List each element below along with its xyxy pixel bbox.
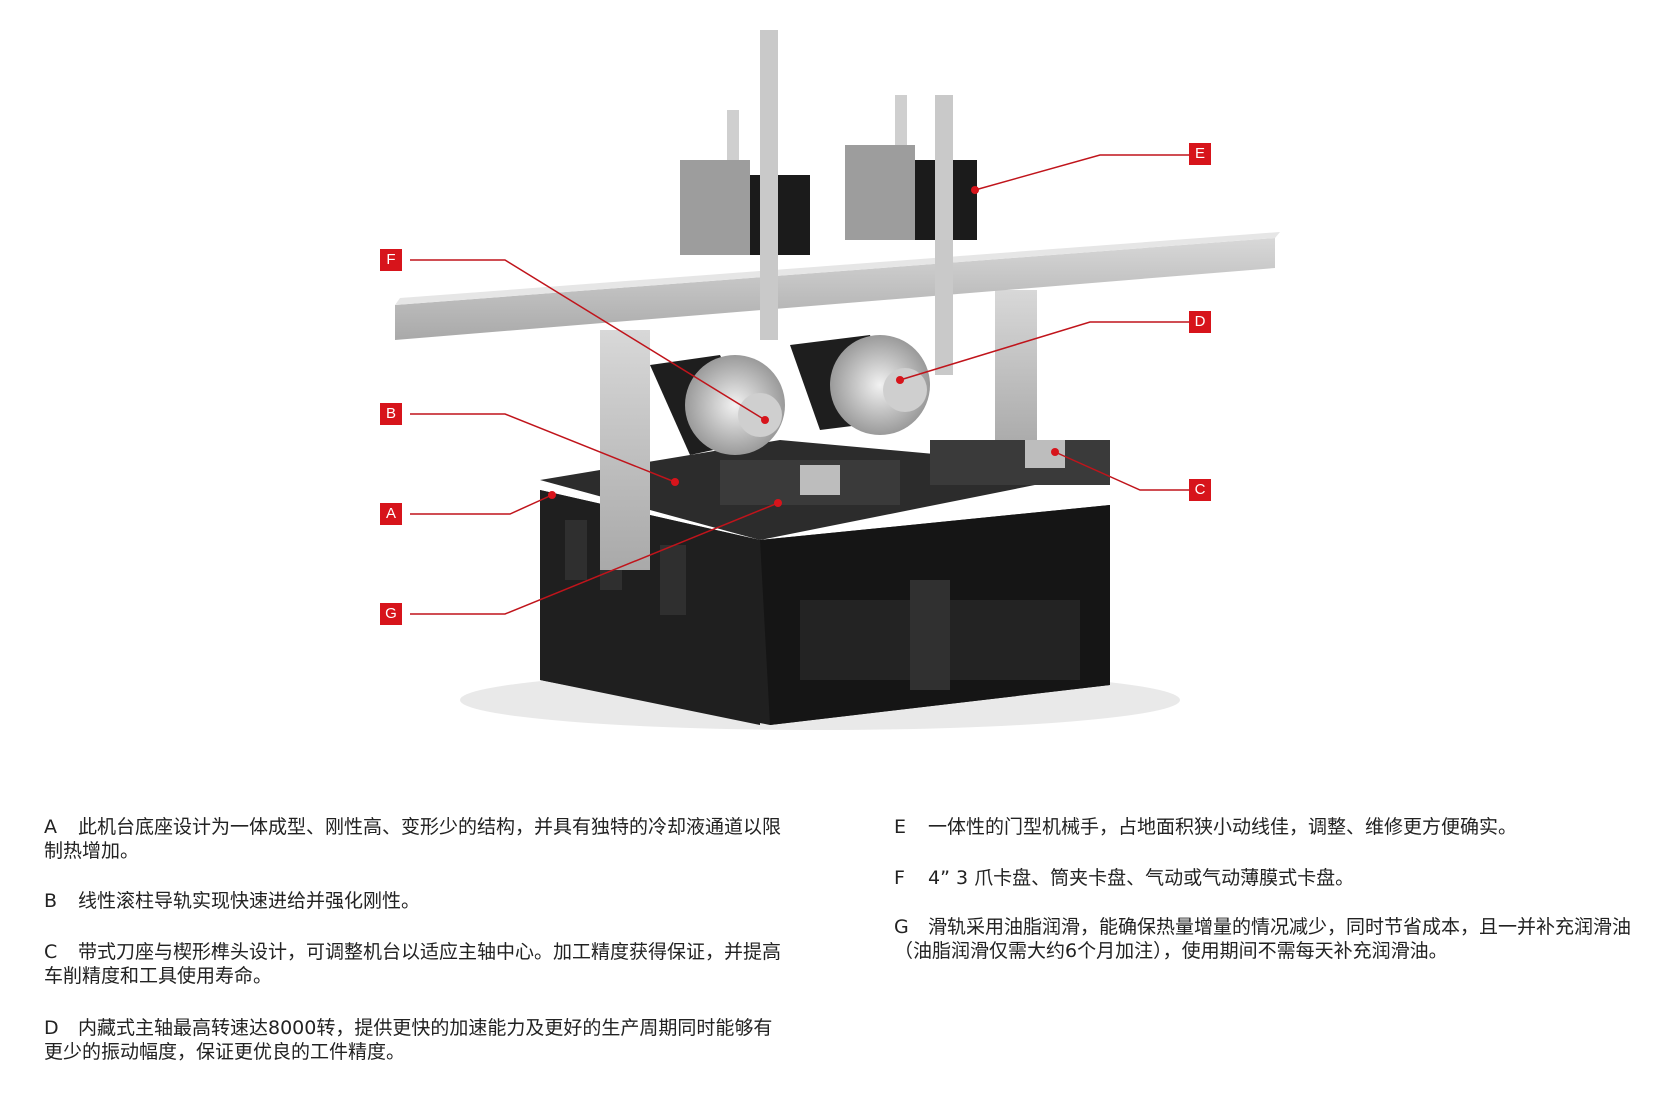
description-key: C [44,941,58,963]
gantry-column-right [995,290,1037,450]
leader-line-f [410,259,766,421]
description-key: D [44,1017,59,1039]
description-text: 线性滚柱导轨实现快速进给并强化刚性。 [78,890,421,912]
spindle-right [790,335,930,435]
leader-line-e [974,154,1190,191]
callout-c: C [1189,479,1211,501]
gantry-beam [395,238,1275,340]
robot-head-left [680,30,810,340]
callout-d: D [1189,311,1211,333]
description-text: 此机台底座设计为一体成型、刚性高、变形少的结构，并具有独特的冷却液通道以限制热增… [44,816,782,862]
leader-lines [410,154,1190,615]
leader-dots [548,186,1059,507]
description-e: E 一体性的门型机械手，占地面积狭小动线佳，调整、维修更方便确实。 [894,815,1634,839]
description-key: E [894,816,907,838]
leader-line-d [899,321,1190,381]
callout-b: B [380,403,402,425]
description-text: 带式刀座与楔形榫头设计，可调整机台以适应主轴中心。加工精度获得保证，并提高车削精… [44,941,782,987]
description-f: F 4” 3 爪卡盘、筒夹卡盘、气动或气动薄膜式卡盘。 [894,866,1634,890]
description-text: 滑轨采用油脂润滑，能确保热量增量的情况减少，同时节省成本，且一并补充润滑油（油脂… [894,916,1632,962]
description-text: 一体性的门型机械手，占地面积狭小动线佳，调整、维修更方便确实。 [928,816,1518,838]
description-key: A [44,816,57,838]
machine-base [540,490,1110,725]
robot-head-right [845,95,977,375]
description-b: B 线性滚柱导轨实现快速进给并强化刚性。 [44,889,784,913]
slide-right [930,440,1110,485]
gantry-column-left [600,330,650,570]
description-key: G [894,916,909,938]
leader-line-b [410,413,676,483]
machine-illustration [395,30,1280,730]
leader-line-c [1054,451,1190,491]
description-key: F [894,867,905,889]
spindle-left [650,355,785,455]
callout-f: F [380,249,402,271]
callout-e: E [1189,143,1211,165]
callout-g: G [380,603,402,625]
description-key: B [44,890,58,912]
leader-line-g [410,502,779,615]
description-text: 4” 3 爪卡盘、筒夹卡盘、气动或气动薄膜式卡盘。 [928,867,1355,889]
leader-line-a [410,494,553,515]
description-text: 内藏式主轴最高转速达8000转，提供更快的加速能力及更好的生产周期同时能够有更少… [44,1017,773,1063]
callout-a: A [380,503,402,525]
